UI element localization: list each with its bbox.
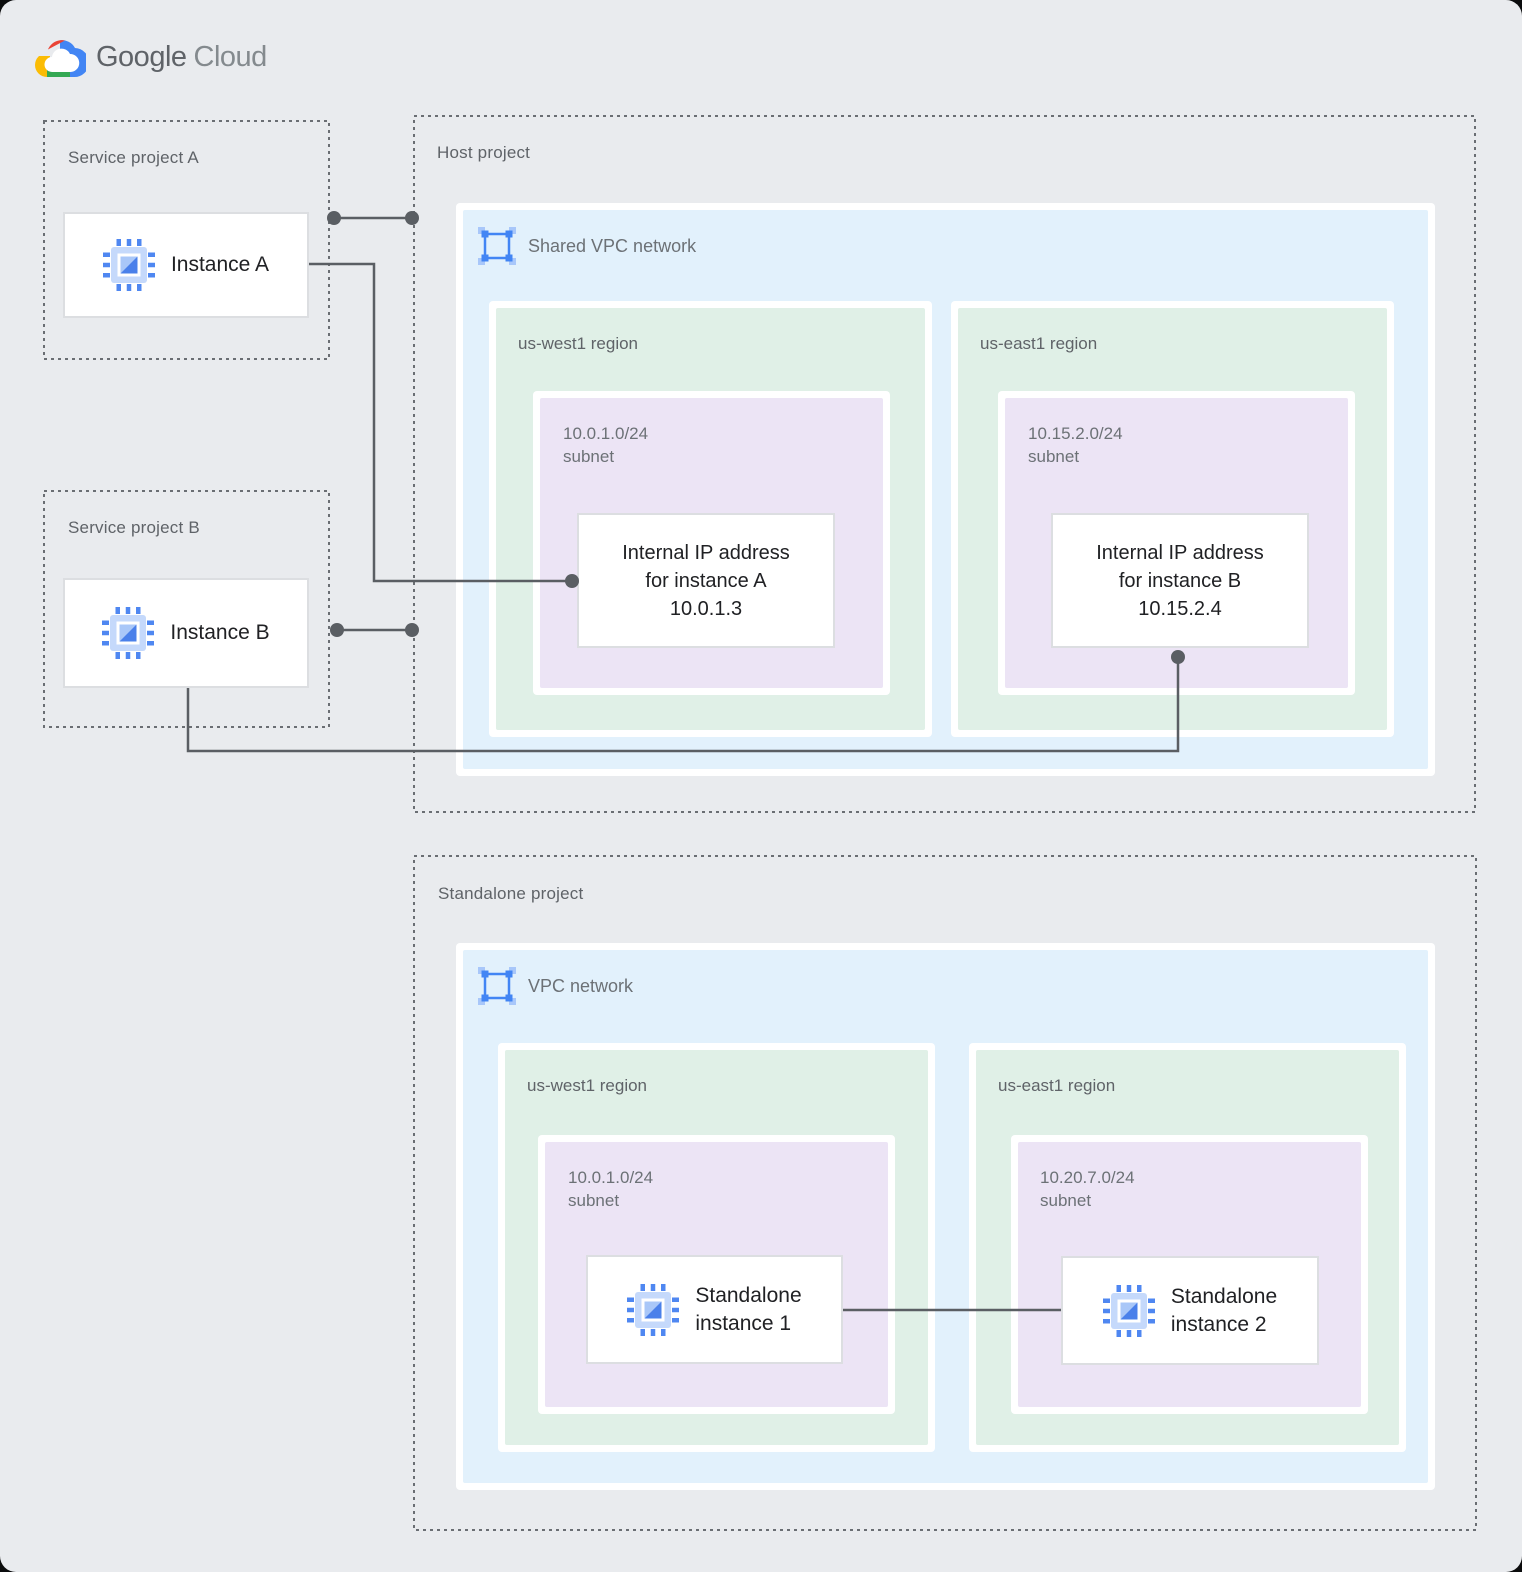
instance-a-card: Instance A [63,212,309,318]
connection-endpoint-dot [330,623,344,637]
vpc-label: VPC network [528,975,634,996]
connection-endpoint-dot [327,211,341,225]
instance-b-card: Instance B [63,578,309,688]
sa-region-west-label: us-west1 region [527,1076,648,1095]
vpc-network-icon [478,227,516,265]
google-cloud-icon [35,40,86,78]
subnet-cidr: 10.0.1.0/24 [563,424,649,443]
standalone-instance-1-card: Standalone instance 1 [586,1255,843,1364]
subnet-word: subnet [1028,447,1080,466]
ip-a-line2: for instance A [645,569,767,592]
standalone-instance-1-name: Standalone instance 1 [695,1283,802,1335]
host-region-east-label: us-east1 region [980,334,1098,353]
connection-endpoint-dot [405,623,419,637]
host-project-label: Host project [437,143,531,162]
instance-b-name: Instance B [170,621,270,644]
compute-engine-icon [102,239,155,291]
ip-a-line1: Internal IP address [622,541,790,564]
subnet-word: subnet [1040,1191,1092,1210]
internal-ip-a-card: Internal IP address for instance A 10.0.… [577,513,835,648]
sa-subnet-east-label: 10.20.7.0/24 subnet [1040,1166,1135,1212]
service-project-b-label: Service project B [68,518,200,537]
internal-ip-b-card: Internal IP address for instance B 10.15… [1051,513,1309,648]
standalone-instance-2-name: Standalone instance 2 [1170,1284,1278,1336]
sa-region-east-label: us-east1 region [998,1076,1116,1095]
host-subnet-east-label: 10.15.2.0/24 subnet [1028,422,1123,468]
subnet-cidr: 10.20.7.0/24 [1040,1168,1135,1187]
subnet-word: subnet [568,1191,620,1210]
logo-cloud-text: Cloud [193,40,268,73]
host-subnet-west-label: 10.0.1.0/24 subnet [563,422,648,468]
standalone-instance-2-card: Standalone instance 2 [1061,1256,1319,1365]
compute-engine-icon [627,1283,680,1336]
subnet-cidr: 10.0.1.0/24 [568,1168,654,1187]
instance-a-name: Instance A [170,253,270,276]
subnet-cidr: 10.15.2.0/24 [1028,424,1123,443]
shared-vpc-label: Shared VPC network [528,235,697,256]
service-project-a-label: Service project A [68,148,199,167]
standalone-project-label: Standalone project [438,884,584,903]
vpc-network-icon [478,967,516,1005]
compute-engine-icon [1102,1284,1155,1337]
host-region-west-label: us-west1 region [518,334,639,353]
connection-endpoint-dot [405,211,419,225]
ip-b-line3: 10.15.2.4 [1138,597,1222,620]
subnet-word: subnet [563,447,615,466]
sa-subnet-west-label: 10.0.1.0/24 subnet [568,1166,653,1212]
shared-vpc-header: Shared VPC network [478,226,696,266]
ip-b-line2: for instance B [1118,569,1242,592]
compute-engine-icon [102,607,155,659]
ip-b-line1: Internal IP address [1096,541,1264,564]
ip-a-line3: 10.0.1.3 [669,597,743,620]
vpc-header: VPC network [478,966,633,1006]
logo-google-text: Google [96,40,187,73]
